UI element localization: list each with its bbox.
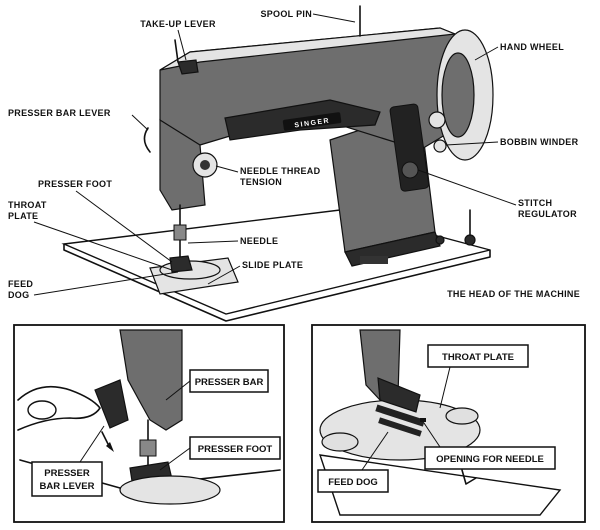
take-up-lever <box>177 59 199 75</box>
needle-opening <box>420 418 426 422</box>
label-stitch-regulator-1: STITCH <box>518 198 552 208</box>
leader-spool-pin <box>312 13 356 23</box>
machine-bed-edge <box>63 243 491 322</box>
label-inset-feed-dog: FEED DOG <box>328 477 378 488</box>
machine-head-illustration: SINGER <box>61 5 494 322</box>
label-inset-presser-bar-lever-2: BAR LEVER <box>40 481 95 492</box>
feed-dog-teeth-2 <box>378 417 422 437</box>
hand-outline <box>17 385 101 431</box>
left-inset-frame <box>13 324 285 523</box>
presser-bar-lever <box>143 127 151 153</box>
leader-take-up-lever <box>177 29 187 61</box>
left-inset: PRESSER BAR PRESSER FOOT PRESSER BAR LEV… <box>13 324 285 523</box>
label-presser-foot: PRESSER FOOT <box>38 179 112 189</box>
label-stitch-regulator-2: REGULATOR <box>518 209 577 219</box>
label-throat-plate-2: PLATE <box>8 211 38 221</box>
label-take-up-lever: TAKE-UP LEVER <box>140 19 216 29</box>
right-inset-frame <box>311 324 586 523</box>
hand-thumb <box>27 400 57 420</box>
leader-inset-presser-bar <box>165 380 191 401</box>
stitch-regulator-knob <box>401 161 419 179</box>
main-caption: THE HEAD OF THE MACHINE <box>447 289 580 299</box>
tension-center <box>200 160 210 170</box>
right-inset-presser-foot <box>377 377 421 413</box>
left-inset-clamp <box>139 439 157 457</box>
leader-needle <box>187 240 239 244</box>
thread-guide <box>174 39 179 63</box>
box-presser-bar-lever <box>31 461 103 497</box>
leader-needle-thread-tension <box>215 165 239 173</box>
label-throat-plate-1: THROAT <box>8 200 47 210</box>
feed-dog-teeth-1 <box>375 404 426 427</box>
left-inset-head <box>119 329 183 431</box>
label-slide-plate: SLIDE PLATE <box>242 260 303 270</box>
label-inset-presser-bar: PRESSER BAR <box>195 377 264 388</box>
label-feed-dog-2: DOG <box>8 290 29 300</box>
label-needle: NEEDLE <box>240 236 278 246</box>
bobbin-winder <box>428 111 446 129</box>
leader-bobbin-winder <box>445 141 499 146</box>
leader-inset-feed-dog <box>361 431 389 471</box>
right-inset-plate-edge <box>445 407 479 425</box>
brand-plate-text: SINGER <box>294 118 330 130</box>
leader-inset-presser-foot <box>159 447 191 471</box>
box-feed-dog <box>317 469 389 493</box>
leader-inset-throat-plate <box>439 366 451 409</box>
leader-hand-wheel <box>474 46 499 61</box>
lever-arrow-head <box>106 442 114 452</box>
leader-presser-foot <box>75 190 173 263</box>
leader-presser-bar-lever <box>131 114 149 131</box>
label-bobbin-winder: BOBBIN WINDER <box>500 137 579 147</box>
box-throat-plate <box>427 344 529 368</box>
label-inset-presser-foot: PRESSER FOOT <box>198 444 273 455</box>
leader-inset-presser-bar-lever <box>79 425 105 463</box>
stitch-panel <box>389 103 430 192</box>
main-labels: SPOOL PIN TAKE-UP LEVER HAND WHEEL PRESS… <box>8 9 580 300</box>
hand-wheel-hub <box>441 52 475 138</box>
box-opening-for-needle <box>424 446 556 470</box>
bed-knob-2 <box>435 235 445 245</box>
brand-plate <box>282 112 342 131</box>
presser-foot <box>169 255 193 273</box>
right-inset-plate-screw-hole <box>321 432 359 452</box>
label-inset-opening-for-needle: OPENING FOR NEEDLE <box>436 454 544 465</box>
label-hand-wheel: HAND WHEEL <box>500 42 564 52</box>
bed-knob-1 <box>464 234 476 246</box>
needle-clamp <box>173 224 187 241</box>
leader-throat-plate <box>33 221 173 271</box>
label-presser-bar-lever: PRESSER BAR LEVER <box>8 108 111 118</box>
right-inset-bed-mark <box>461 469 477 485</box>
bobbin-winder-spindle <box>433 139 447 153</box>
leader-feed-dog <box>33 271 179 296</box>
leader-stitch-regulator <box>417 169 517 206</box>
right-inset: THROAT PLATE OPENING FOR NEEDLE FEED DOG <box>311 324 586 523</box>
label-spool-pin: SPOOL PIN <box>260 9 312 19</box>
label-feed-dog-1: FEED <box>8 279 33 289</box>
left-inset-plate <box>119 475 221 505</box>
leader-slide-plate <box>207 265 241 285</box>
bed-latch <box>360 256 388 264</box>
left-inset-lever <box>94 379 129 429</box>
label-needle-thread-tension-1: NEEDLE THREAD <box>240 166 321 176</box>
label-inset-throat-plate: THROAT PLATE <box>442 352 514 363</box>
leader-inset-opening-for-needle <box>423 422 441 448</box>
label-needle-thread-tension-2: TENSION <box>240 177 282 187</box>
label-inset-presser-bar-lever-1: PRESSER <box>44 468 90 479</box>
machine-head <box>159 118 206 211</box>
